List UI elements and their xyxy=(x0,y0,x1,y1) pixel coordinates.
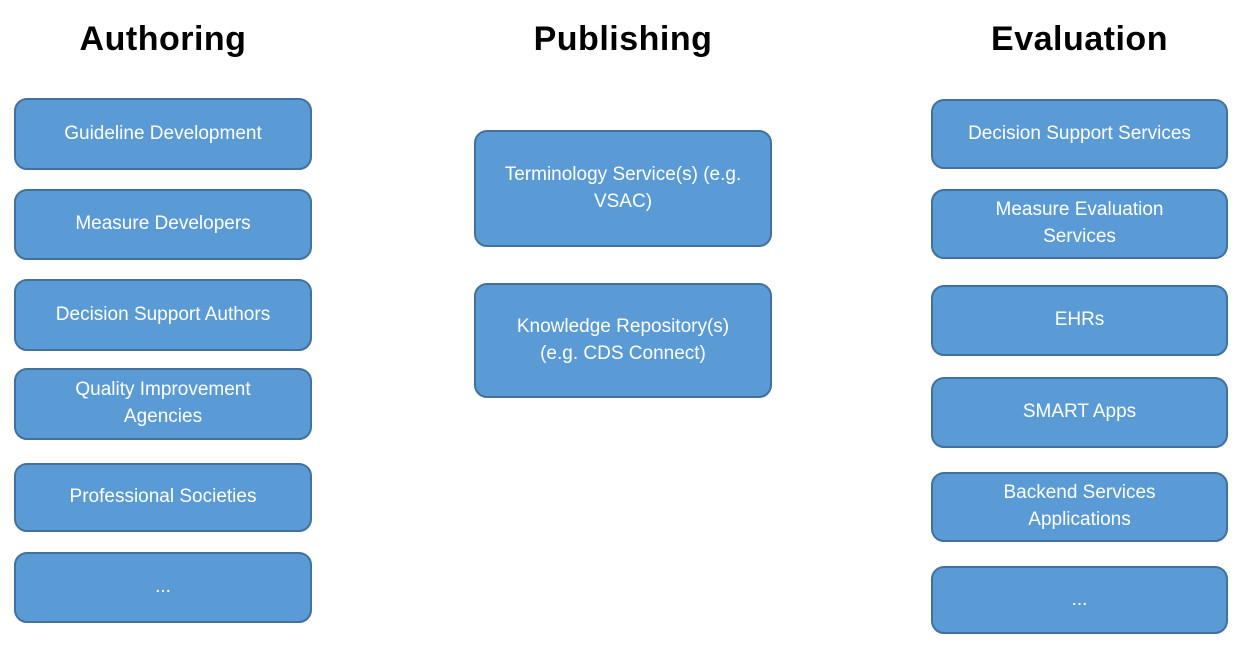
box-guideline-development: Guideline Development xyxy=(14,98,312,170)
box-backend-services-applications: Backend Services Applications xyxy=(931,472,1228,542)
box-terminology-service: Terminology Service(s) (e.g. VSAC) xyxy=(474,130,772,247)
box-professional-societies: Professional Societies xyxy=(14,463,312,532)
box-ehrs: EHRs xyxy=(931,285,1228,356)
box-smart-apps: SMART Apps xyxy=(931,377,1228,448)
box-measure-developers: Measure Developers xyxy=(14,189,312,260)
column-title-publishing: Publishing xyxy=(533,20,713,58)
box-quality-improvement-agencies: Quality Improvement Agencies xyxy=(14,368,312,440)
box-evaluation-ellipsis: ... xyxy=(931,566,1228,634)
column-title-authoring: Authoring xyxy=(79,20,247,58)
box-authoring-ellipsis: ... xyxy=(14,552,312,623)
column-title-evaluation: Evaluation xyxy=(991,20,1168,58)
box-measure-evaluation-services: Measure Evaluation Services xyxy=(931,189,1228,259)
box-decision-support-services: Decision Support Services xyxy=(931,99,1228,169)
box-knowledge-repository: Knowledge Repository(s) (e.g. CDS Connec… xyxy=(474,283,772,398)
box-decision-support-authors: Decision Support Authors xyxy=(14,279,312,351)
